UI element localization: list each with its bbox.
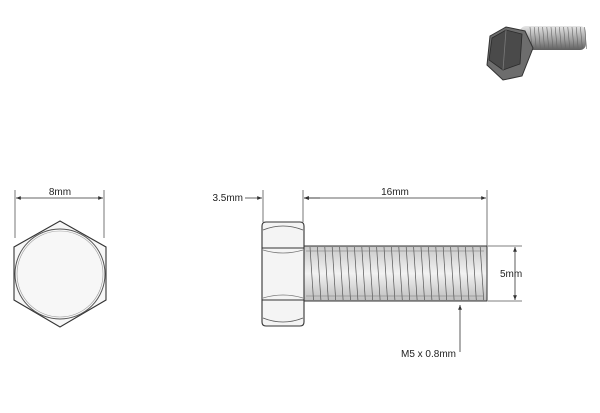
head-chamfer-bottom: [262, 317, 304, 323]
hex-end-view: 8mm: [13, 187, 107, 328]
thread-crest-line: [346, 246, 351, 301]
thread-crest-line: [331, 246, 337, 301]
chamfer-circle: [14, 228, 106, 320]
iso-thread-line: [546, 26, 550, 50]
thread-crest-line: [324, 246, 329, 301]
head-face-curve-top: [262, 249, 304, 254]
iso-thread-lines: [529, 26, 587, 50]
iso-thread-line: [542, 26, 545, 50]
head-face-curve-bottom: [262, 294, 304, 299]
isometric-bolt-view: [486, 26, 587, 81]
thread-crest-line: [317, 246, 322, 301]
thread-crest-line: [472, 246, 477, 301]
thread-crest-line: [479, 246, 485, 301]
thread-crest-line: [420, 246, 425, 301]
thread-crest-line: [391, 246, 396, 301]
head-width-label: 8mm: [49, 187, 71, 198]
iso-thread-line: [571, 26, 575, 50]
thread-crest-line: [339, 246, 344, 301]
iso-thread-line: [559, 26, 562, 50]
thread-crest-line: [435, 246, 440, 301]
iso-thread-line: [580, 26, 583, 50]
thread-crest-line: [465, 246, 470, 301]
thread-length-label: 16mm: [381, 187, 409, 198]
thread-crest-line: [405, 246, 411, 301]
iso-thread-line: [567, 26, 571, 50]
iso-thread-line: [533, 26, 537, 50]
hex-outline: [13, 220, 107, 328]
head-chamfer-top: [262, 225, 304, 231]
iso-thread-line: [538, 26, 541, 50]
thread-crest-line: [376, 246, 381, 301]
thread-crest-line: [428, 246, 433, 301]
thread-spec-label: M5 x 0.8mm: [401, 349, 456, 360]
chamfer-circle-inner: [16, 230, 104, 318]
iso-thread-line: [550, 26, 554, 50]
bolt-side-view: 3.5mm 16mm 5mm M5 x 0.8mm: [212, 187, 522, 360]
thread-crest-line: [442, 246, 448, 301]
iso-thread-line: [554, 26, 558, 50]
iso-head-edge: [502, 29, 507, 71]
head-height-label: 3.5mm: [212, 193, 243, 204]
thread-crest-line: [354, 246, 359, 301]
thread-diameter-label: 5mm: [500, 269, 522, 280]
iso-thread-line: [563, 26, 566, 50]
iso-thread-line: [584, 26, 587, 50]
thread-crest-line: [368, 246, 374, 301]
thread-crest-line: [450, 246, 455, 301]
thread-crest-line: [457, 246, 462, 301]
iso-thread-line: [575, 26, 579, 50]
thread-crest-line: [383, 246, 388, 301]
head-side-profile: [261, 221, 305, 327]
thread-crest-line: [398, 246, 403, 301]
thread-crest-lines: [309, 246, 485, 301]
thread-crest-line: [413, 246, 418, 301]
thread-crest-line: [361, 246, 366, 301]
thread-crest-line: [309, 246, 314, 301]
